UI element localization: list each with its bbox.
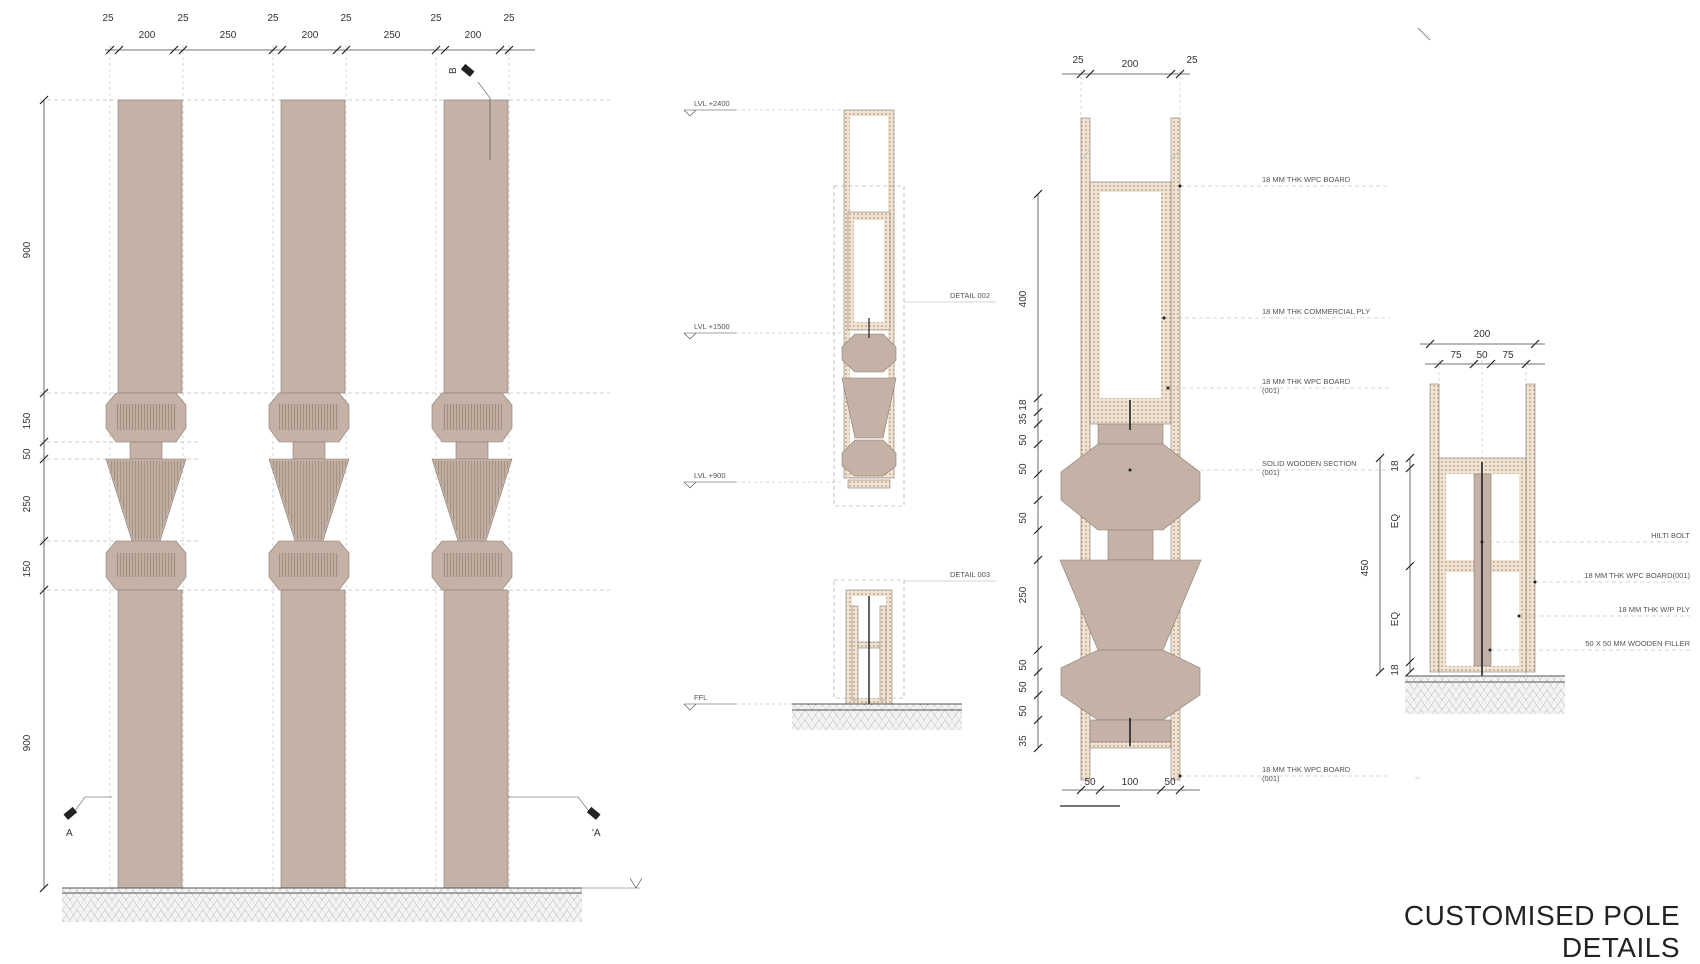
d2-top-dim: 25 (1072, 55, 1084, 66)
d2-bottom-dim: 50 (1164, 777, 1176, 788)
pole-1 (105, 99, 187, 889)
elev-side-dim: 150 (22, 412, 33, 429)
d2-side-dim: 50 (1018, 463, 1029, 475)
section-label-a: A (66, 828, 73, 839)
level-label: LVL +1500 (694, 322, 730, 331)
elev-top-dim: 250 (220, 30, 237, 41)
d3-side-dim: EQ (1390, 514, 1401, 529)
elev-side-dim: 150 (22, 560, 33, 577)
d2-bottom-dim: 50 (1084, 777, 1096, 788)
d2-side-dim: 50 (1018, 434, 1029, 446)
d2-side-dim: 35 (1018, 413, 1029, 425)
elev-top-dim: 200 (139, 30, 156, 41)
d3-side-dim: 18 (1390, 460, 1401, 472)
d2-label-sub: (001) (1262, 386, 1280, 395)
detail-002: 25 200 25 400 35 18 50 50 50 250 50 50 50 35 50 100 50… (1018, 55, 1390, 807)
d2-label-sub: (001) (1262, 774, 1280, 783)
elev-top-dim: 200 (302, 30, 319, 41)
elev-top-dim: 200 (465, 30, 482, 41)
level-label: FFL (694, 693, 707, 702)
drawing-canvas: 25 200 25 250 25 200 25 250 25 200 25 900 150 50 250 1… (22, 13, 1691, 922)
elev-top-dim: 25 (430, 13, 442, 24)
level-label: LVL +900 (694, 471, 726, 480)
d2-label: 18 MM THK WPC BOARD (1262, 377, 1351, 386)
d2-label: 18 MM THK COMMERCIAL PLY (1262, 307, 1370, 316)
d2-label: 18 MM THK WPC BOARD (1262, 175, 1351, 184)
level-label: LVL +2400 (694, 99, 730, 108)
level-marker: LVL +900 (683, 471, 844, 489)
elev-top-dim: 25 (267, 13, 279, 24)
d2-side-dim: 35 (1018, 735, 1029, 747)
d3-label: 18 MM THK WPC BOARD(001) (1584, 571, 1690, 580)
elev-side-dim: 50 (22, 448, 33, 460)
d2-top-dim: 200 (1122, 59, 1139, 70)
elev-top-dim: 250 (384, 30, 401, 41)
d3-top-dim: 75 (1502, 350, 1514, 361)
level-marker: LVL +1500 (683, 322, 844, 340)
d2-label: SOLID WOODEN SECTION (1262, 459, 1357, 468)
elev-side-dim: 900 (22, 241, 33, 258)
d3-top-dim: 75 (1450, 350, 1462, 361)
elev-side-dim: 900 (22, 734, 33, 751)
d3-top-dim: 50 (1476, 350, 1488, 361)
detail-callout: DETAIL 002 (950, 291, 990, 300)
d2-side-dim: 18 (1018, 399, 1029, 411)
pole-elevation: 25 200 25 250 25 200 25 250 25 200 25 900 150 50 250 1… (22, 13, 643, 922)
d2-label-sub: (001) (1262, 468, 1280, 477)
section-marker-a-left: A (63, 796, 112, 839)
detail-callout: DETAIL 003 (950, 570, 990, 579)
section-marker-b: B (448, 63, 491, 160)
elev-top-dim: 25 (102, 13, 114, 24)
level-marker: LVL +2400 (683, 99, 844, 117)
section-label-b: B (448, 67, 459, 74)
d3-label: 50 X 50 MM WOODEN FILLER (1585, 639, 1690, 648)
elev-side-dim: 250 (22, 495, 33, 512)
d3-label: 18 MM THK W/P PLY (1618, 605, 1690, 614)
elev-top-dim: 25 (340, 13, 352, 24)
d2-side-dim: 50 (1018, 512, 1029, 524)
d2-side-dim: 50 (1018, 659, 1029, 671)
pole-3 (431, 99, 513, 889)
d2-side-dim: 50 (1018, 681, 1029, 693)
d2-side-dim: 250 (1018, 586, 1029, 603)
section-label-a-prime: 'A (592, 828, 601, 839)
elev-top-dim: 25 (503, 13, 515, 24)
section-marker-a-right: 'A (508, 796, 601, 839)
d2-side-dim: 50 (1018, 705, 1029, 717)
d2-bottom-dim: 100 (1122, 777, 1139, 788)
pole-2 (268, 99, 350, 889)
d3-side-dim: 18 (1390, 664, 1401, 676)
d3-top-dim: 200 (1474, 329, 1491, 340)
d2-top-dim: 25 (1186, 55, 1198, 66)
drawing-sheet: 25 200 25 250 25 200 25 250 25 200 25 900 150 50 250 1… (22, 13, 1691, 963)
sheet-title: CUSTOMISED POLE DETAILS (1403, 900, 1680, 963)
elev-top-dim: 25 (177, 13, 189, 24)
d2-label: 18 MM THK WPC BOARD (1262, 765, 1351, 774)
d3-label: HILTI BOLT (1651, 531, 1690, 540)
d2-side-dim: 400 (1018, 290, 1029, 307)
d3-side-dim: 450 (1360, 559, 1371, 576)
d3-side-dim: EQ (1390, 612, 1401, 627)
